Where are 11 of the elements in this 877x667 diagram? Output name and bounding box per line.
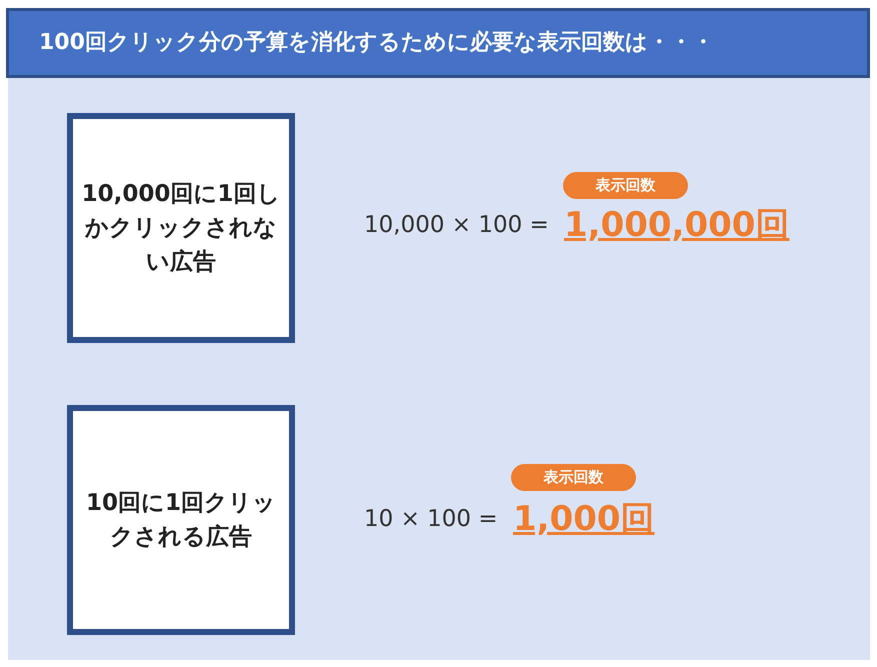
equation-text: 10,000 × 100 = xyxy=(364,212,549,238)
result-value: 1,000,000回 xyxy=(564,204,790,247)
ad-description-box xyxy=(67,113,295,343)
equation-text: 10 × 100 = xyxy=(364,506,498,532)
impressions-badge: 表示回数 xyxy=(563,172,688,199)
result-value: 1,000回 xyxy=(513,498,655,541)
box-text: 10回に1回クリックされる広告 xyxy=(84,489,277,552)
impressions-badge: 表示回数 xyxy=(511,464,636,491)
ad-description-box xyxy=(67,405,295,635)
title-bar: 100回クリック分の予算を消化するために必要な表示回数は・・・ xyxy=(6,8,870,78)
box-text: 10,000回に1回しかクリックされない広告 xyxy=(81,180,281,277)
